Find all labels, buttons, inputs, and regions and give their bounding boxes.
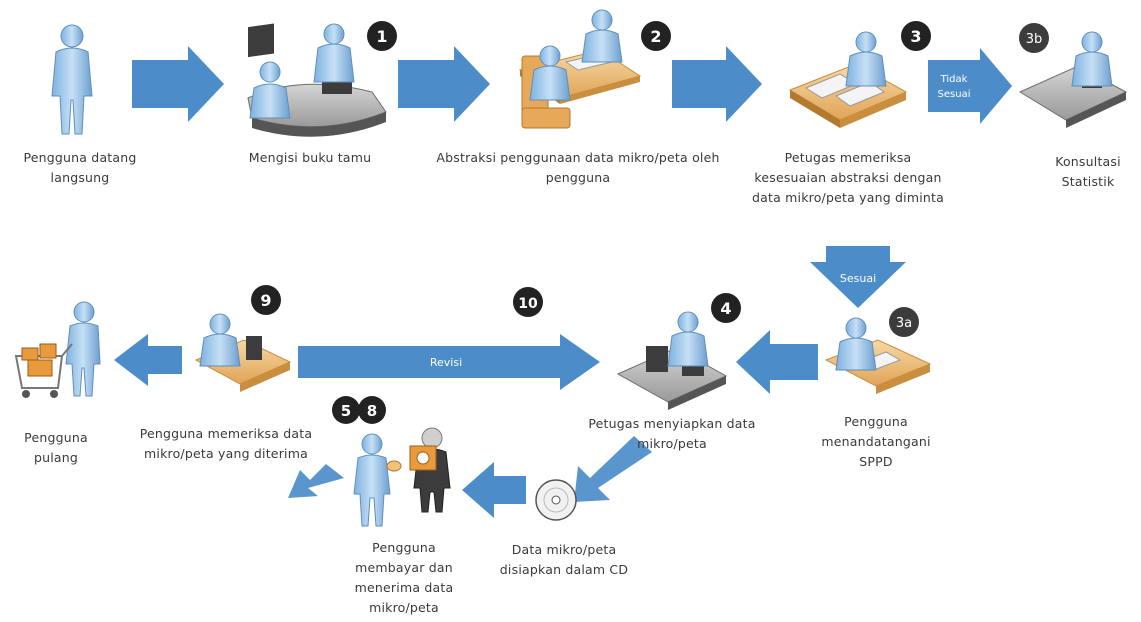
step-badge-8: 8 bbox=[358, 396, 386, 424]
checking-desk-icon bbox=[788, 31, 908, 128]
arrow-cd-to-58 bbox=[462, 462, 526, 518]
sesuai-label: Sesuai bbox=[840, 272, 876, 285]
arrow-4-to-cd bbox=[574, 436, 652, 502]
label-pengguna-memeriksa: Pengguna memeriksa data mikro/peta yang … bbox=[139, 426, 313, 461]
svg-text:10: 10 bbox=[518, 296, 538, 312]
step-badge-9: 9 bbox=[251, 285, 281, 315]
step-badge-1: 1 bbox=[367, 21, 397, 51]
svg-text:3b: 3b bbox=[1026, 32, 1043, 47]
arrow-1-to-2 bbox=[398, 46, 490, 122]
label-pengguna-datang: Pengguna datang langsung bbox=[23, 150, 137, 185]
step-badge-5: 5 bbox=[332, 396, 360, 424]
label-membayar-menerima: Pengguna membayar dan menerima data mikr… bbox=[354, 540, 454, 615]
step-badge-2: 2 bbox=[641, 21, 671, 51]
arrow-58-to-9 bbox=[288, 464, 344, 498]
arrow-9-to-end bbox=[114, 334, 182, 386]
arrow-3-to-3a-sesuai: Sesuai bbox=[810, 246, 906, 308]
consultation-desk-icon bbox=[1018, 31, 1128, 128]
person-arriving-icon bbox=[51, 24, 93, 135]
tidak-label-line2: Sesuai bbox=[938, 89, 971, 100]
arrow-3-to-3b-tidak-sesuai: Tidak Sesuai bbox=[928, 48, 1012, 124]
guest-book-desk-icon bbox=[247, 23, 387, 137]
preparing-data-desk-icon bbox=[616, 311, 728, 410]
step-badge-4: 4 bbox=[711, 293, 741, 323]
arrow-revisi: Revisi bbox=[298, 334, 600, 390]
label-menandatangani-sppd: Pengguna menandatangani SPPD bbox=[821, 414, 931, 469]
svg-text:5: 5 bbox=[341, 402, 351, 420]
step-badge-3: 3 bbox=[901, 21, 931, 51]
step-badge-10: 10 bbox=[513, 287, 543, 317]
reviewing-data-desk-icon bbox=[194, 313, 292, 392]
svg-text:2: 2 bbox=[650, 27, 661, 46]
step-badge-3a: 3a bbox=[889, 307, 919, 337]
svg-text:3: 3 bbox=[910, 27, 921, 46]
arrow-start-to-1 bbox=[132, 46, 224, 122]
svg-text:1: 1 bbox=[376, 27, 387, 46]
step-badge-3b: 3b bbox=[1019, 23, 1049, 53]
payment-exchange-icon bbox=[353, 427, 451, 527]
arrow-3a-to-4 bbox=[736, 330, 818, 394]
cd-disc-icon bbox=[535, 479, 577, 521]
arrow-2-to-3 bbox=[672, 46, 762, 122]
svg-text:4: 4 bbox=[720, 299, 731, 318]
abstraction-desk-icon bbox=[518, 9, 642, 129]
label-data-cd: Data mikro/peta disiapkan dalam CD bbox=[499, 542, 629, 577]
svg-text:8: 8 bbox=[367, 402, 377, 420]
label-pengguna-pulang: Pengguna pulang bbox=[24, 430, 88, 465]
label-abstraksi: Abstraksi penggunaan data mikro/peta ole… bbox=[436, 150, 720, 185]
label-petugas-menyiapkan: Petugas menyiapkan data mikro/peta bbox=[588, 416, 756, 451]
label-petugas-memeriksa: Petugas memeriksa kesesuaian abstraksi d… bbox=[752, 150, 944, 205]
revisi-label: Revisi bbox=[430, 356, 462, 369]
signing-desk-icon bbox=[824, 317, 932, 394]
tidak-label-line1: Tidak bbox=[940, 74, 968, 85]
label-konsultasi-statistik: Konsultasi Statistik bbox=[1055, 154, 1121, 189]
label-mengisi-buku-tamu: Mengisi buku tamu bbox=[248, 150, 372, 165]
svg-text:9: 9 bbox=[260, 291, 271, 310]
svg-text:3a: 3a bbox=[896, 316, 912, 331]
shopping-cart-person-icon bbox=[14, 301, 101, 398]
